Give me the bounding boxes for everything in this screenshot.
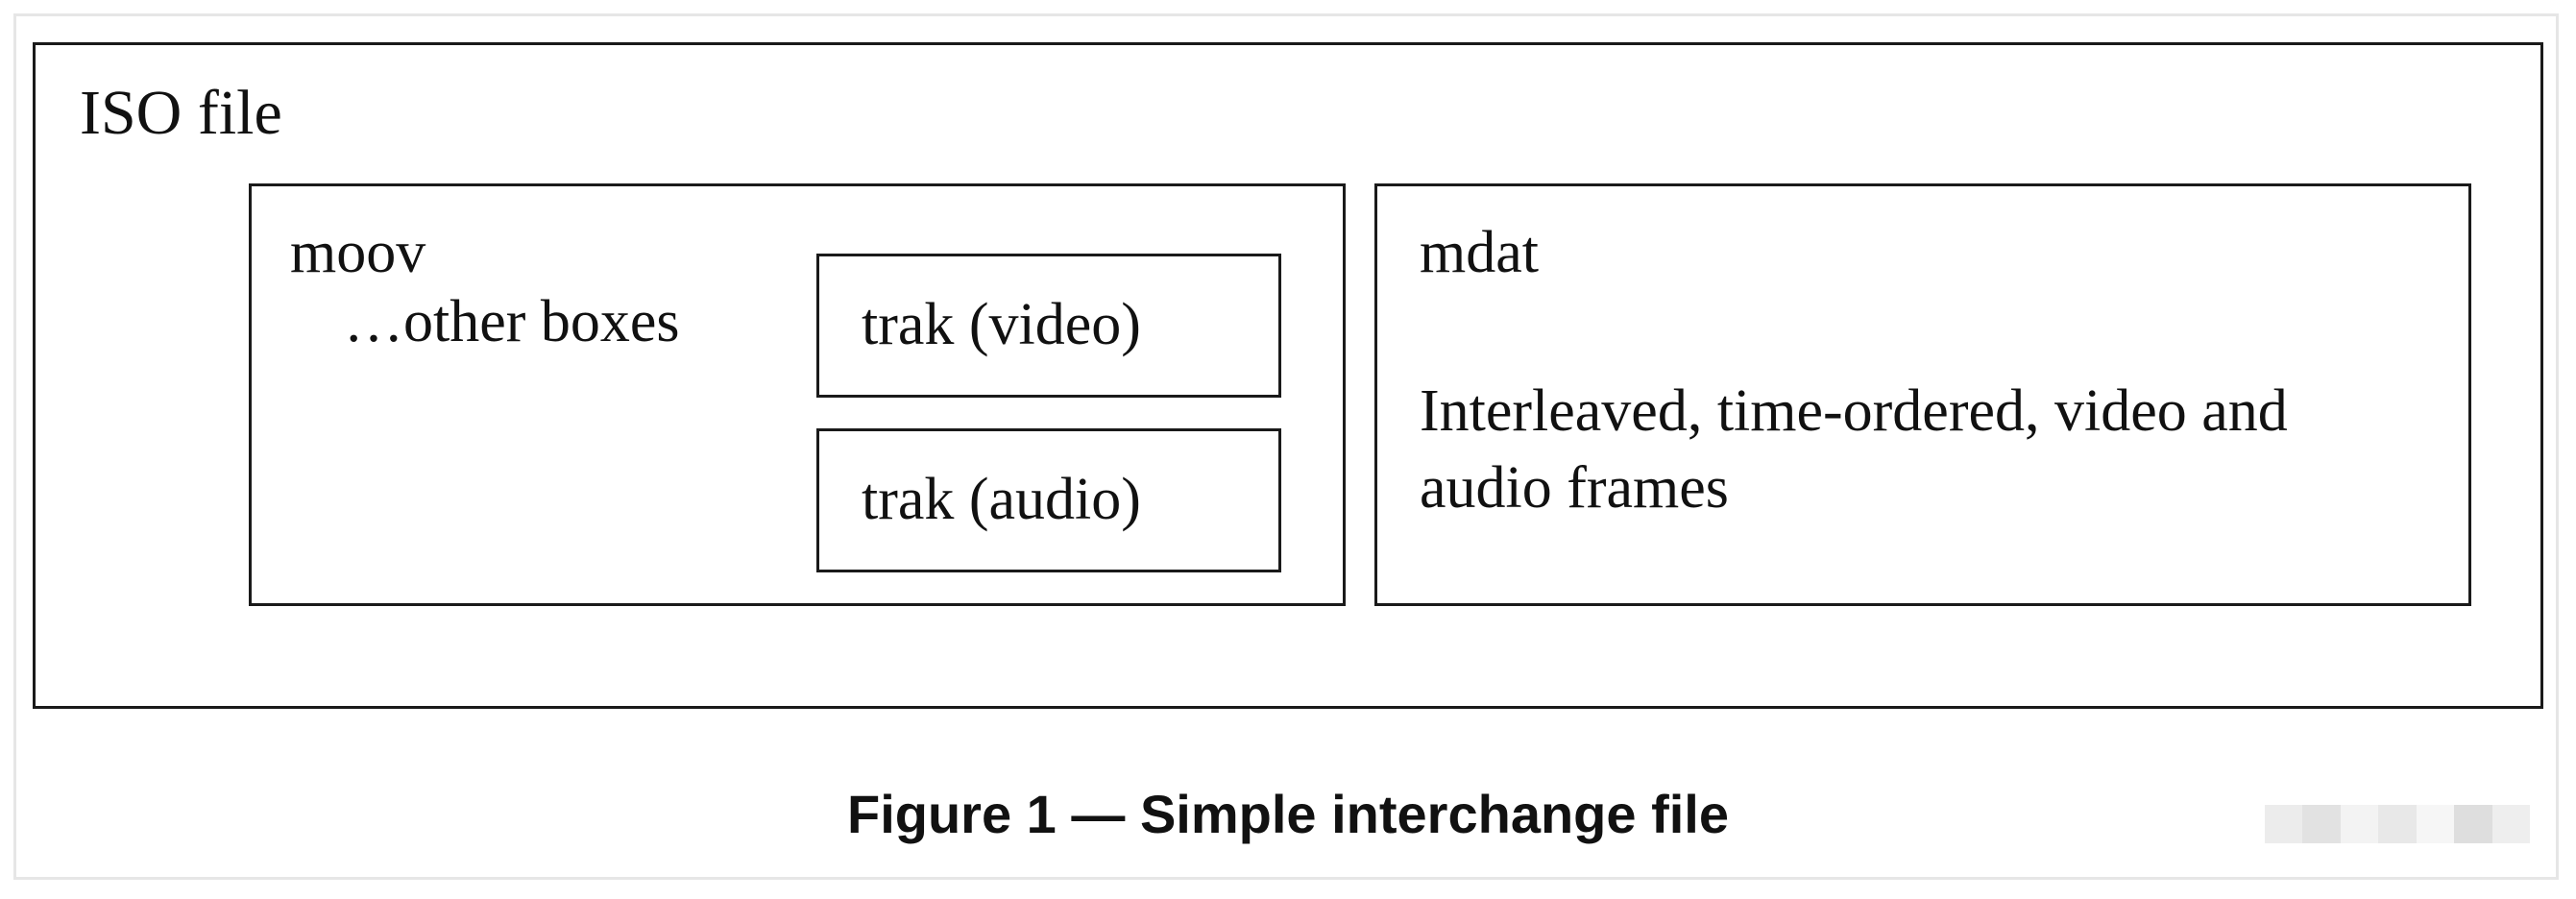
trak-video-label: trak (video) — [862, 292, 1141, 357]
watermark-image — [2265, 805, 2530, 843]
mdat-label: mdat — [1420, 220, 1539, 285]
moov-label: moov — [290, 220, 426, 285]
moov-other-boxes-label: …other boxes — [344, 289, 680, 354]
trak-video-box: trak (video) — [816, 254, 1281, 398]
moov-box: moov …other boxes trak (video) trak (aud… — [249, 183, 1346, 606]
trak-audio-box: trak (audio) — [816, 428, 1281, 572]
trak-audio-label: trak (audio) — [862, 467, 1141, 532]
mdat-description: Interleaved, time-ordered, video and aud… — [1420, 378, 2288, 521]
iso-file-label: ISO file — [80, 78, 282, 148]
iso-file-box: ISO file moov …other boxes trak (video) … — [33, 42, 2543, 709]
figure-frame — [13, 13, 2559, 880]
figure-caption: Figure 1 — Simple interchange file — [847, 784, 1729, 844]
mdat-box: mdat Interleaved, time-ordered, video an… — [1374, 183, 2471, 606]
